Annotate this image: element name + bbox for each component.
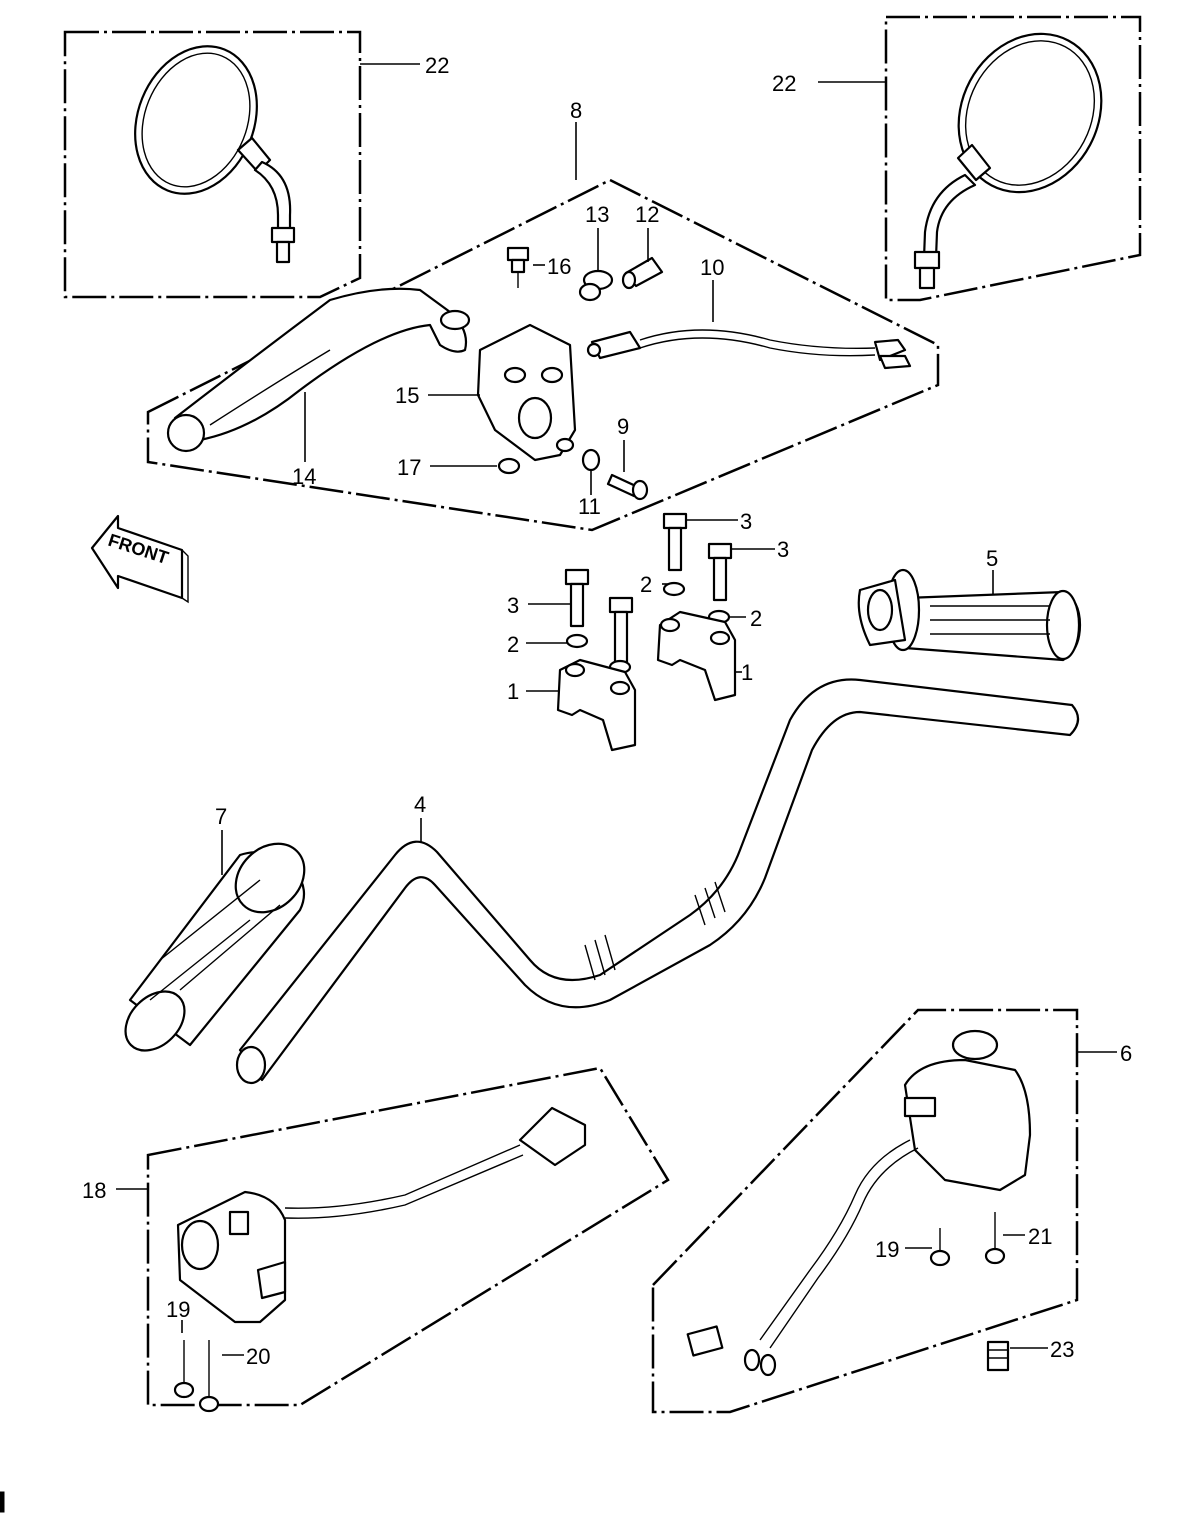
mirror-left-box <box>63 30 362 299</box>
callout-10: 10 <box>700 255 724 280</box>
callout-17: 17 <box>397 455 421 480</box>
adjuster-12 <box>621 256 664 290</box>
washer-11 <box>581 448 601 472</box>
callout-2-b: 2 <box>750 606 762 631</box>
left-switch-housing <box>176 1106 587 1324</box>
callout-9: 9 <box>617 414 629 439</box>
holder-1-left <box>556 658 637 752</box>
mirror-right <box>913 32 1103 290</box>
callout-13: 13 <box>585 202 609 227</box>
nut-17 <box>497 457 521 475</box>
left-grip <box>124 842 306 1052</box>
adjuster-13 <box>578 269 614 302</box>
handlebar <box>235 678 1080 1085</box>
callout-4: 4 <box>414 792 426 817</box>
washer-2-a <box>662 581 686 597</box>
callout-1-left: 1 <box>507 679 519 704</box>
right-switch-housing <box>686 1029 1032 1377</box>
bolt-16 <box>506 246 530 288</box>
callout-16: 16 <box>547 254 571 279</box>
callout-22-right: 22 <box>772 71 796 96</box>
bolt-3-c <box>564 568 590 628</box>
callout-19-left: 19 <box>166 1297 190 1322</box>
callout-7: 7 <box>215 804 227 829</box>
callout-2-a: 2 <box>640 572 652 597</box>
screw-19-right <box>929 1228 951 1267</box>
screw-20 <box>198 1340 220 1413</box>
callout-23: 23 <box>1050 1337 1074 1362</box>
callout-labels: 22 22 8 13 12 16 10 15 9 17 14 11 3 3 5 … <box>82 53 1132 1369</box>
clutch-lever-box <box>146 178 940 532</box>
bolt-9 <box>606 473 649 501</box>
bolt-3-b <box>707 542 733 602</box>
callout-8: 8 <box>570 98 582 123</box>
clutch-lever <box>166 287 471 453</box>
callout-6: 6 <box>1120 1041 1132 1066</box>
mirror-left <box>134 45 296 264</box>
callout-12: 12 <box>635 202 659 227</box>
callout-22-left: 22 <box>425 53 449 78</box>
holder-1-right <box>656 610 737 702</box>
switch-right-box <box>651 1008 1079 1414</box>
bolt-3-a <box>662 512 688 572</box>
callout-3-c: 3 <box>507 593 519 618</box>
switch-10 <box>586 329 912 370</box>
callout-14: 14 <box>292 464 316 489</box>
page-edge-mark <box>0 1491 5 1513</box>
grommet-23 <box>986 1340 1010 1372</box>
lever-holder <box>476 323 577 462</box>
callout-19-right: 19 <box>875 1237 899 1262</box>
bolt-3-d <box>608 596 634 664</box>
callout-11: 11 <box>578 494 601 519</box>
callout-20: 20 <box>246 1344 270 1369</box>
mirror-right-box <box>884 15 1142 302</box>
callout-15: 15 <box>395 383 419 408</box>
callout-3-a: 3 <box>740 509 752 534</box>
switch-left-box <box>146 1066 670 1407</box>
screw-21 <box>984 1212 1006 1265</box>
callout-2-c: 2 <box>507 632 519 657</box>
callout-21: 21 <box>1028 1224 1052 1249</box>
screw-19-left <box>173 1340 195 1399</box>
callout-3-b: 3 <box>777 537 789 562</box>
leader-lines <box>116 63 1117 1356</box>
callout-1-right: 1 <box>741 660 753 685</box>
callout-18: 18 <box>82 1178 106 1203</box>
washer-2-c <box>565 633 589 649</box>
callout-5: 5 <box>986 546 998 571</box>
front-arrow: FRONT <box>90 514 189 604</box>
throttle-grip <box>857 568 1082 662</box>
